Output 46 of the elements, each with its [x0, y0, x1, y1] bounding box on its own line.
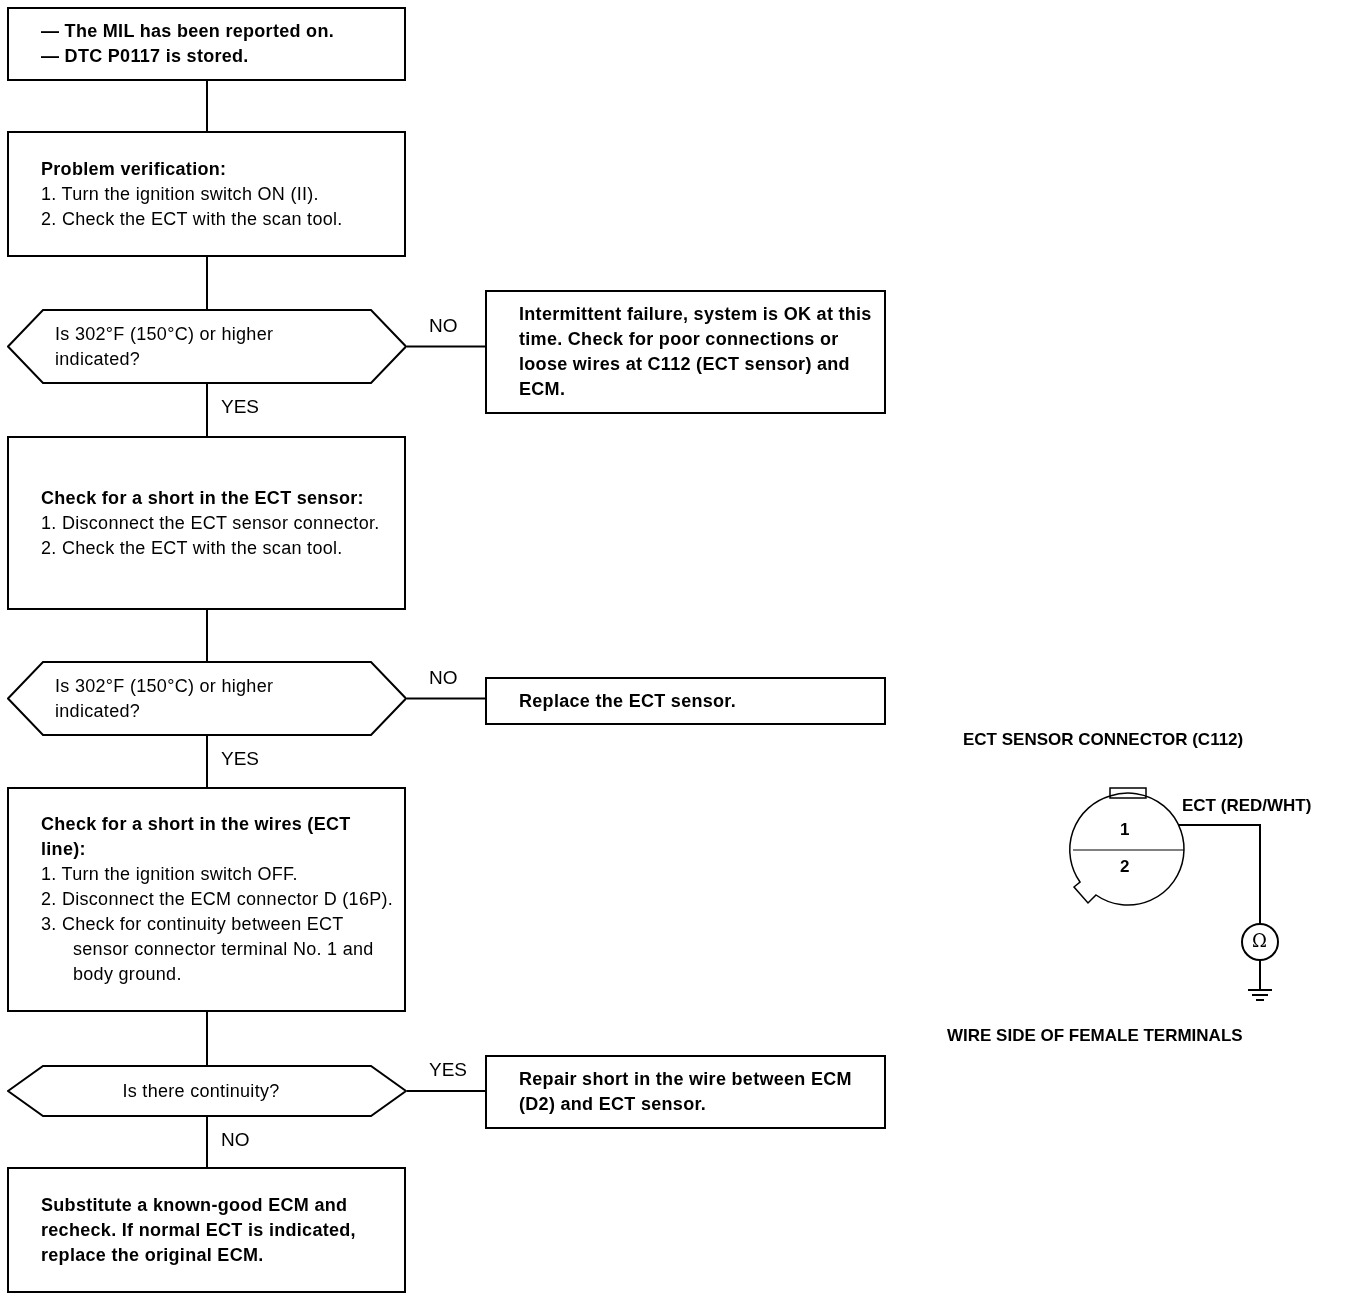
connector-line: [406, 1090, 486, 1092]
pin-number: 2: [1120, 857, 1130, 877]
pin-number: 1: [1120, 820, 1130, 840]
decision-diamond: [7, 1065, 407, 1117]
step-item: 1. Disconnect the ECT sensor connector.: [41, 511, 381, 535]
decision-diamond: [7, 309, 407, 384]
connector-line: [206, 1116, 208, 1168]
connector-line: [206, 609, 208, 662]
connector-line: [206, 256, 208, 310]
question-text: Is there continuity?: [121, 1079, 281, 1103]
instruction-text: Replace the ECT sensor.: [519, 689, 737, 713]
instruction-text: — The MIL has been reported on.: [41, 20, 335, 43]
step-item: 1. Turn the ignition switch ON (II).: [41, 182, 320, 206]
process-box: [485, 1055, 886, 1129]
step-item: 2. Check the ECT with the scan tool.: [41, 536, 344, 560]
process-box: [7, 7, 406, 81]
step-heading: Problem verification:: [41, 157, 228, 181]
process-box: [7, 436, 406, 610]
process-box: [485, 677, 886, 725]
instruction-text: Substitute a known-good ECM and recheck. If normal ECT is indicated, replace the original ECM.: [41, 1193, 357, 1267]
instruction-text: Intermittent failure, system is OK at this time. Check for poor connections or loose wires at C112 (ECT sensor) and ECM.: [519, 303, 873, 401]
caption-text: WIRE SIDE OF FEMALE TERMINALS: [947, 1026, 1243, 1046]
process-box: [485, 290, 886, 414]
connector-line: [206, 80, 208, 132]
step-item: 2. Disconnect the ECM connector D (16P).: [41, 888, 394, 911]
question-text: Is 302°F (150°C) or higher indicated?: [55, 674, 275, 723]
connector-line: [406, 697, 486, 700]
connector-line: [406, 345, 486, 348]
process-box: [7, 1167, 406, 1293]
step-heading: Check for a short in the ECT sensor:: [41, 486, 365, 510]
step-item: 3. Check for continuity between ECT sensor connector terminal No. 1 and body ground.: [41, 913, 375, 986]
caption-text: ECT SENSOR CONNECTOR (C112): [963, 730, 1244, 750]
wire-label: ECT (RED/WHT): [1182, 796, 1312, 816]
process-box: [7, 787, 406, 1012]
step-item: 1. Turn the ignition switch OFF.: [41, 863, 299, 886]
ohm-symbol: Ω: [1252, 930, 1267, 952]
decision-diamond: [7, 661, 407, 736]
instruction-text: Repair short in the wire between ECM (D2) and ECT sensor.: [519, 1068, 853, 1116]
step-heading: Check for a short in the wires (ECT line):: [41, 813, 352, 861]
step-item: 2. Check the ECT with the scan tool.: [41, 207, 344, 231]
connector-line: [206, 1011, 208, 1066]
process-box: [7, 131, 406, 257]
connector-line: [206, 735, 208, 788]
question-text: Is 302°F (150°C) or higher indicated?: [55, 322, 275, 371]
connector-line: [206, 383, 208, 437]
instruction-text: — DTC P0117 is stored.: [41, 45, 250, 68]
